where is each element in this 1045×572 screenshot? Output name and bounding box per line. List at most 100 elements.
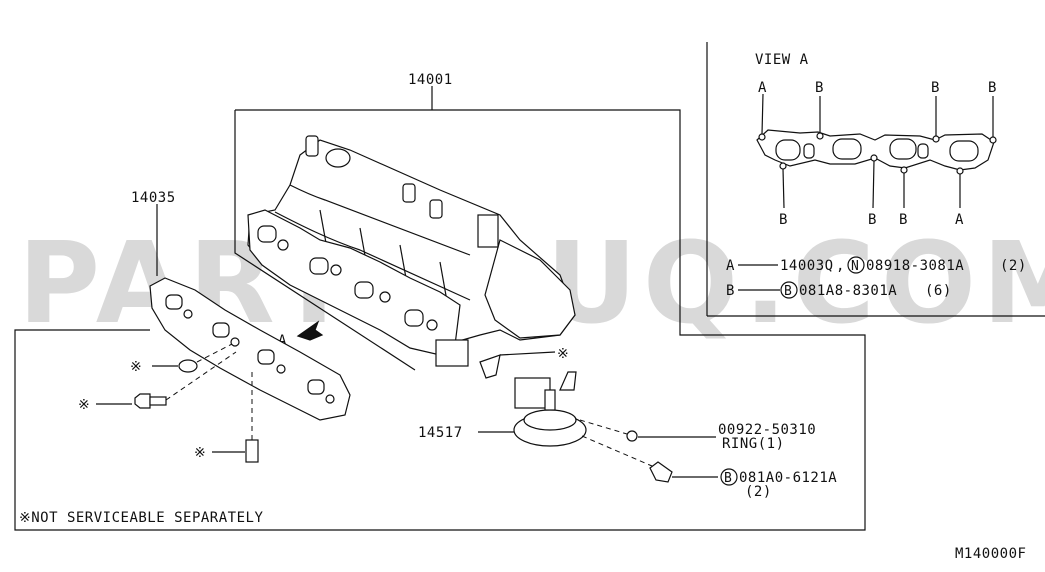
legend-b-circle xyxy=(780,281,798,299)
view-a-bottom-label-2: B xyxy=(868,212,877,228)
view-a-top-label-3: B xyxy=(931,80,940,96)
legend-a-separator: , xyxy=(836,258,845,274)
view-a-hole-b-top-1 xyxy=(816,132,824,140)
part-14517-label: 14517 xyxy=(418,425,463,441)
manifold-tube-4 xyxy=(429,199,443,219)
legend-a-key: A xyxy=(726,258,735,274)
legend-a-circle-letter: N xyxy=(851,259,859,274)
throttle-flange xyxy=(484,239,576,339)
gasket-port-3 xyxy=(257,349,275,365)
legend-a-circle xyxy=(847,256,865,274)
gasket-hole-1 xyxy=(183,309,193,319)
gasket-hole-3 xyxy=(276,364,286,374)
view-a-port-small-2 xyxy=(917,143,929,159)
arrow-label: A xyxy=(278,333,287,349)
plug xyxy=(178,359,198,373)
manifold-hole-4 xyxy=(426,319,438,331)
gasket-group: 14035 ※ ※ ※ xyxy=(78,190,351,463)
ring-part-number: 00922-50310 xyxy=(718,422,816,438)
manifold-clip xyxy=(479,354,501,379)
view-a-top-label-1: A xyxy=(758,80,767,96)
part-14001-label: 14001 xyxy=(408,72,453,88)
stud-bolt-shank xyxy=(149,396,167,406)
view-a-hole-a-bottom xyxy=(956,167,964,175)
manifold-port-2 xyxy=(309,257,329,275)
manifold-hole-2 xyxy=(330,264,342,276)
legend-b-circle-letter: B xyxy=(784,284,792,299)
heater-tube xyxy=(559,371,577,391)
manifold-tube-3 xyxy=(402,183,416,203)
view-a-leader xyxy=(761,93,764,135)
gasket-body xyxy=(149,277,351,421)
legend-a-circle-part: 08918-3081A xyxy=(866,258,964,274)
heater-ring xyxy=(523,409,577,431)
footnote: ※NOT SERVICEABLE SEPARATELY xyxy=(19,510,263,526)
part-14035-label: 14035 xyxy=(131,190,176,206)
heater-bolt xyxy=(649,461,673,483)
gasket-hole-2 xyxy=(230,337,240,347)
manifold-port-1 xyxy=(257,225,277,243)
manifold-group: 14001 ※ A xyxy=(14,72,866,531)
view-a-port-4 xyxy=(949,140,979,162)
ring-description: RING(1) xyxy=(722,436,785,452)
manifold-bracket xyxy=(477,214,499,248)
view-a-hole-b-bottom-2 xyxy=(870,154,878,162)
view-a-port-small-1 xyxy=(803,143,815,159)
heater-group: 14517 00922-50310 RING(1) B 081A0-6121A … xyxy=(418,371,837,500)
view-a-bottom-label-1: B xyxy=(779,212,788,228)
bolt-b-part-number: 081A0-6121A xyxy=(739,470,837,486)
view-a-bottom-label-4: A xyxy=(955,212,964,228)
manifold-tube-1 xyxy=(305,135,319,157)
gasket-hole-4 xyxy=(325,394,335,404)
gasket-port-4 xyxy=(307,379,325,395)
view-a-hole-b-bottom-1 xyxy=(779,162,787,170)
manifold-port-4 xyxy=(404,309,424,327)
view-a-hole-b-top-2 xyxy=(932,135,940,143)
view-a-hole-b-bottom-3 xyxy=(900,166,908,174)
manifold-hole-3 xyxy=(379,291,391,303)
manifold-box-left xyxy=(234,110,416,371)
view-a-top-label-4: B xyxy=(988,80,997,96)
legend-a-part: 14003Q xyxy=(780,258,834,274)
bolt-b-circle-letter: B xyxy=(724,471,732,486)
stud xyxy=(245,439,259,463)
gasket-port-1 xyxy=(165,294,183,310)
gasket-port-2 xyxy=(212,322,230,338)
o-ring xyxy=(626,430,638,442)
not-serviceable-mark-4: ※ xyxy=(194,445,206,461)
view-a-bottom-label-3: B xyxy=(899,212,908,228)
view-a-leader xyxy=(872,160,875,209)
view-a-port-2 xyxy=(832,138,862,160)
stud-bolt-head xyxy=(134,393,151,409)
manifold-clip-leader xyxy=(499,351,556,356)
view-a-port-3 xyxy=(889,138,917,160)
plug-dash xyxy=(196,343,233,363)
legend-b-qty: (6) xyxy=(925,283,952,299)
manifold-detail xyxy=(274,211,471,301)
view-a-hole-a-top xyxy=(758,133,766,141)
view-a-leader xyxy=(782,168,785,209)
bolt-b-circle xyxy=(720,468,738,486)
diagram-code: M140000F xyxy=(955,546,1026,562)
view-a-arrow xyxy=(296,320,324,341)
bolt-b-qty: (2) xyxy=(745,484,772,500)
manifold-tube-2 xyxy=(325,148,351,168)
o-ring-dash xyxy=(579,419,628,435)
not-serviceable-mark-1: ※ xyxy=(557,346,569,362)
manifold-detail xyxy=(289,184,471,256)
not-serviceable-mark-2: ※ xyxy=(130,359,142,375)
view-a-top-label-2: B xyxy=(815,80,824,96)
heater-bolt-dash xyxy=(581,435,653,467)
view-a-port-1 xyxy=(775,139,801,161)
legend-b-key: B xyxy=(726,283,735,299)
legend-a-qty: (2) xyxy=(1000,258,1027,274)
manifold-box-outline xyxy=(14,109,866,531)
manifold-fitting xyxy=(435,339,469,367)
view-a-hole-b-top-3 xyxy=(989,136,997,144)
heater-stem xyxy=(544,389,556,411)
stud-bolt-dash xyxy=(165,351,237,401)
view-a-panel: VIEW A A B B B B B B A xyxy=(706,42,1045,317)
manifold-port-3 xyxy=(354,281,374,299)
not-serviceable-mark-3: ※ xyxy=(78,397,90,413)
